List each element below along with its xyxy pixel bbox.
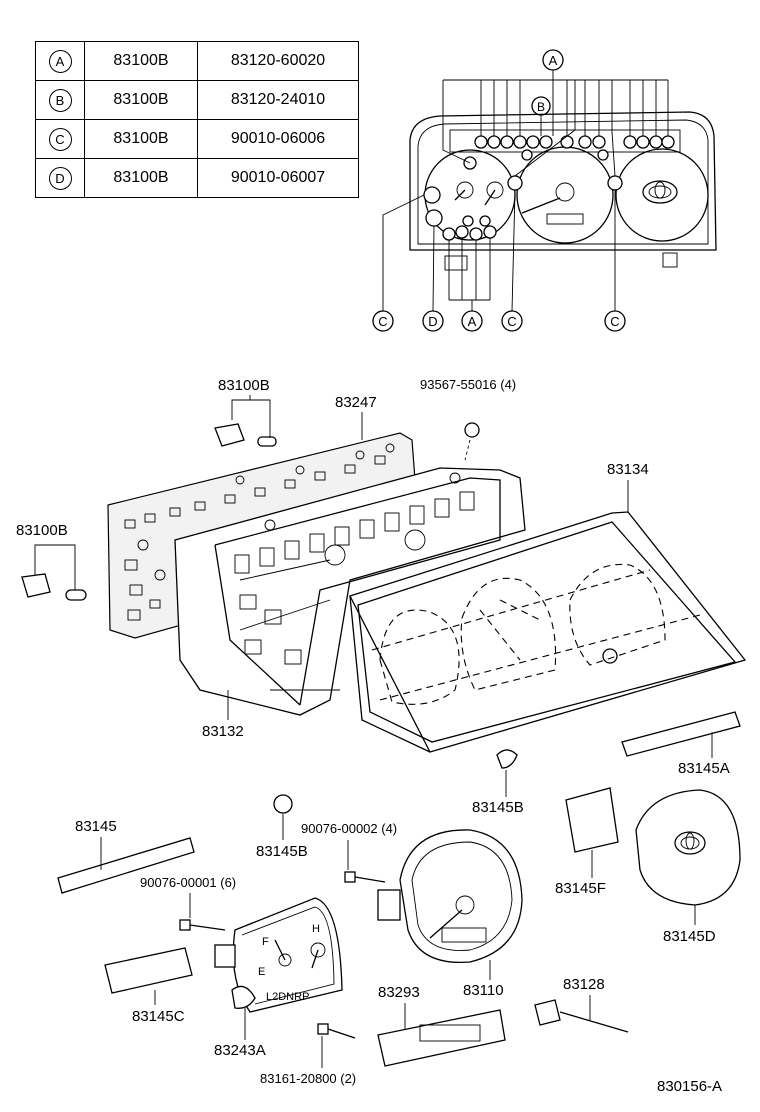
legend-part: 83100B [84,119,198,159]
legend-row: C 83100B 90010-06006 [35,119,359,159]
gauge-openings [371,563,701,705]
svg-text:F: F [262,936,269,948]
cluster-lens [349,511,747,753]
svg-text:H: H [312,923,320,935]
bulb-with-socket [214,423,277,447]
trip-knob [534,999,629,1033]
legend-table: A 83100B 83120-60020 B 83100B 83120-2401… [35,41,359,198]
shift-indicator-text: L2DNRP [266,991,309,1003]
legend-number: 90010-06007 [197,158,359,198]
exploded-cluster-view [21,422,747,769]
svg-text:D: D [428,314,437,329]
callout-c [501,310,523,332]
part-labels: 83100B 83100B 83247 93567-55016 (4) 8313… [16,377,730,1095]
label-fuel-gauge: 83243A [214,1042,266,1059]
label-cap-left: 83145B [256,843,308,860]
label-plate-83145d: 83145D [663,928,716,945]
speed-gauge-outline [516,146,614,244]
svg-text:C: C [507,314,516,329]
label-trip-knob: 83128 [563,976,605,993]
label-screw-top: 93567-55016 (4) [420,377,516,392]
label-cover-83145c: 83145C [132,1008,185,1025]
logo-gauge-outline [615,148,709,242]
bulb-with-socket [21,573,87,601]
label-plate-83145f: 83145F [555,880,606,897]
svg-text:A: A [468,314,477,329]
label-cap-mid: 83145B [472,799,524,816]
cap-83145b [496,749,518,769]
gauge-parts-view: F H E L2DNRP [57,787,741,1067]
cover-83145c [104,947,193,994]
screw [344,871,386,883]
label-plate-83145: 83145 [75,818,117,835]
legend-row: D 83100B 90010-06007 [35,158,359,198]
legend-row: B 83100B 83120-24010 [35,80,359,120]
svg-text:E: E [258,966,265,978]
label-speedometer: 83110 [463,982,504,999]
svg-text:C: C [610,314,619,329]
callout-label: B [537,100,545,114]
bottom-callouts: C D A C C [372,310,626,332]
callout-marker: C [48,127,72,151]
label-screw-bottom: 83161-20800 (2) [260,1071,356,1086]
legend-row: A 83100B 83120-60020 [35,41,359,81]
plate-83145a [621,711,741,757]
plate-83145d-logo [635,789,741,906]
plate-83145f [565,787,619,853]
screw [464,422,480,438]
legend-part: 83100B [84,41,198,81]
legend-number: 90010-06006 [197,119,359,159]
label-circuit-board: 83247 [335,394,377,411]
clock-module [377,1009,506,1067]
label-bulb-top: 83100B [218,377,270,394]
figure-id: 830156-A [657,1078,722,1095]
callout-marker: A [48,49,72,73]
label-screw-left: 90076-00001 (6) [140,875,236,890]
label-lens: 83134 [607,461,649,478]
screw [179,919,226,931]
label-clock: 83293 [378,984,420,1001]
screw [317,1023,356,1039]
label-housing: 83132 [202,723,244,740]
callout-marker: B [48,88,72,112]
callout-marker: D [48,166,72,190]
speedometer [377,829,523,964]
label-bulb-left: 83100B [16,522,68,539]
legend-part: 83100B [84,158,198,198]
svg-text:C: C [378,314,387,329]
legend-number: 83120-24010 [197,80,359,120]
label-screw-gauge: 90076-00002 (4) [301,821,397,836]
fuel-temp-gauge: F H E L2DNRP [214,897,343,1013]
bulb-locator-view: A B C D A C [372,49,717,332]
cap-83145b-left [273,794,293,814]
callout-label: A [549,53,558,68]
plate-83145 [57,837,195,894]
cluster-housing [174,467,526,716]
label-plate-83145a: 83145A [678,760,730,777]
